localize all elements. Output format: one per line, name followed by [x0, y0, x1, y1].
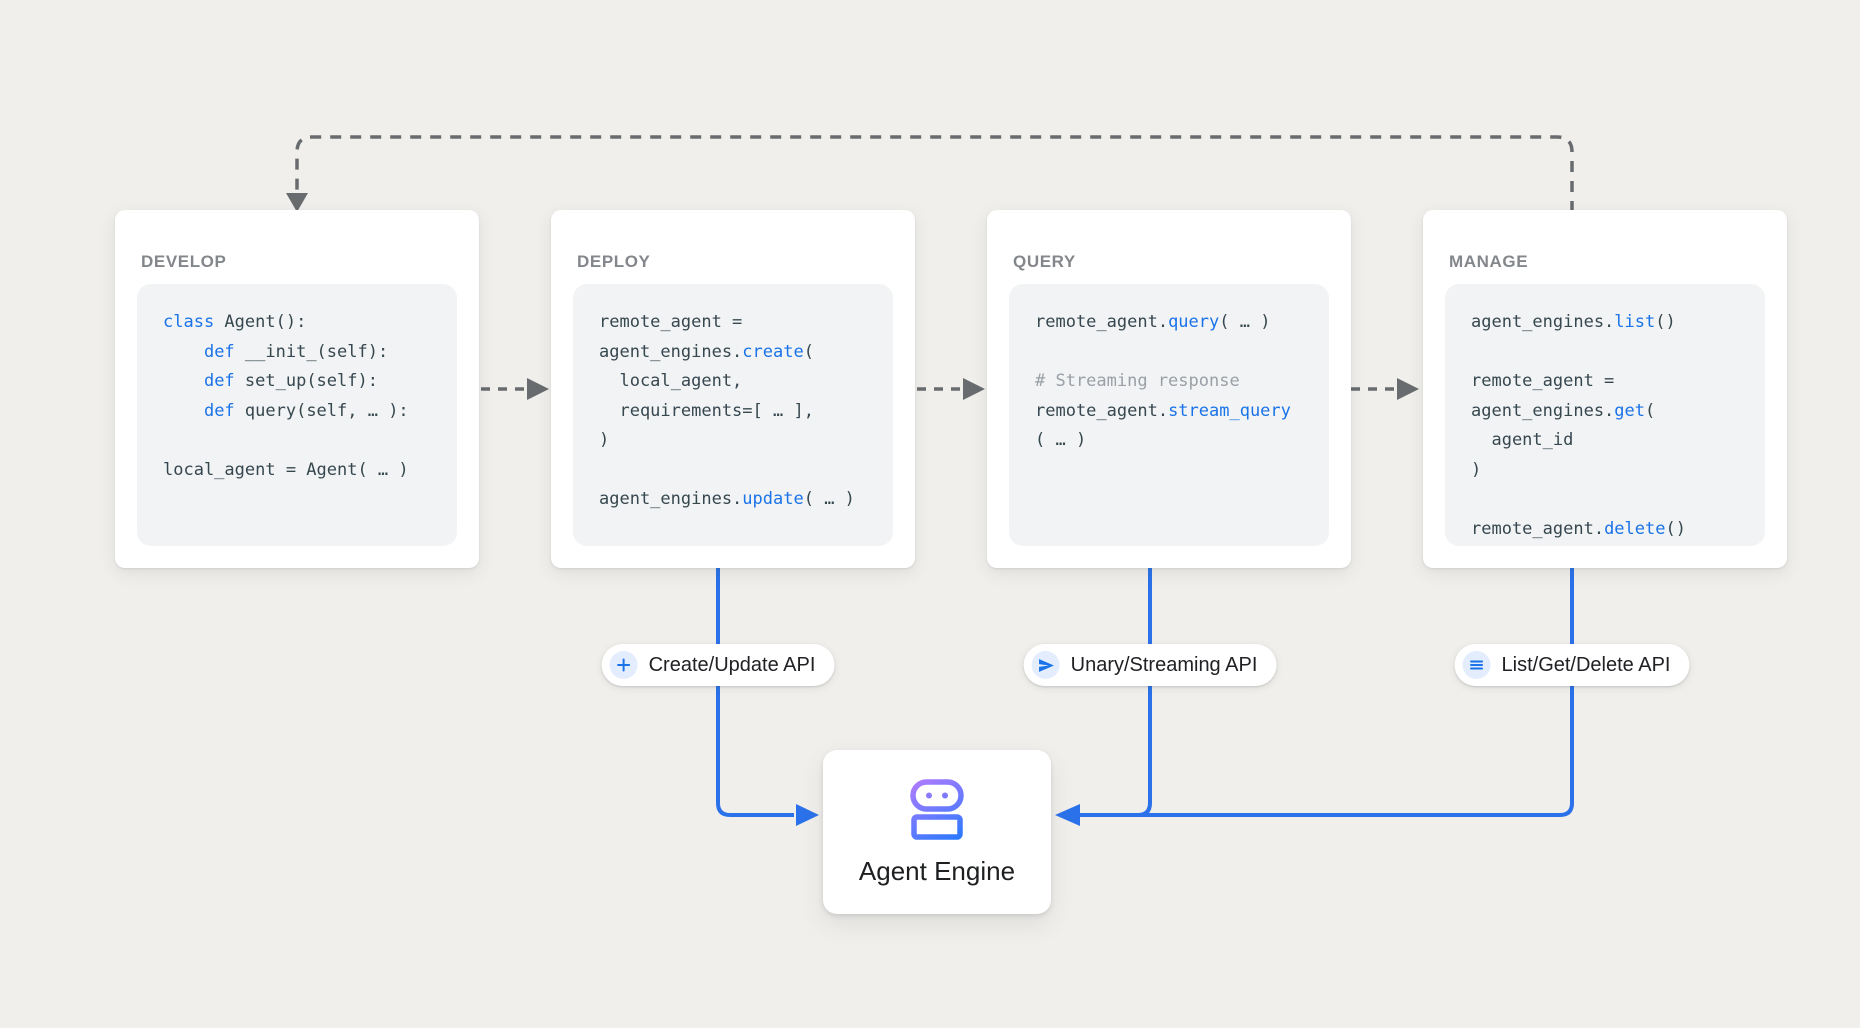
arrowhead-down-icon: [286, 193, 308, 212]
code-line: agent_engines.update( … ): [599, 489, 855, 509]
code-line: remote_agent =: [1471, 371, 1615, 391]
flow-arrow-deploy-query: [917, 378, 985, 400]
agent-engine-box: Agent Engine: [823, 750, 1051, 914]
pill-label: Create/Update API: [648, 653, 816, 676]
code-block: class Agent(): def __init_(self): def se…: [137, 284, 457, 546]
code-line: class Agent():: [163, 312, 307, 332]
pill-label: Unary/Streaming API: [1070, 653, 1258, 676]
card-deploy: DEPLOY remote_agent = agent_engines.creat…: [551, 210, 915, 568]
code-line: agent_engines.create(: [599, 341, 814, 362]
card-title: QUERY: [1013, 252, 1076, 272]
card-title: DEPLOY: [577, 252, 651, 272]
code-line: local_agent,: [599, 371, 743, 391]
loop-connector-manage-to-develop: [286, 135, 1574, 212]
card-title: MANAGE: [1449, 252, 1529, 272]
code-line: remote_agent =: [599, 312, 743, 332]
card-title: DEVELOP: [141, 252, 227, 272]
card-develop: DEVELOP class Agent(): def __init_(self)…: [115, 210, 479, 568]
card-manage: MANAGE agent_engines.list() remote_agent …: [1423, 210, 1787, 568]
code-line: ): [599, 430, 610, 450]
code-line: remote_agent.query( … ): [1035, 312, 1271, 332]
plus-icon: [609, 651, 638, 679]
arrowhead-right-icon: [796, 804, 819, 826]
code-line: # Streaming response: [1035, 371, 1240, 391]
code-block: remote_agent.query( … ) # Streaming respo…: [1009, 284, 1329, 546]
code-line: ( … ): [1035, 430, 1087, 450]
code-line: agent_engines.list(): [1471, 312, 1676, 332]
list-icon: [1462, 651, 1491, 679]
arrowhead-right-icon: [963, 378, 985, 400]
agent-engine-label: Agent Engine: [858, 855, 1016, 886]
code-line: [599, 456, 893, 486]
code-line: ): [1471, 459, 1482, 480]
pill-label: List/Get/Delete API: [1501, 653, 1671, 676]
code-line: requirements=[ … ],: [599, 400, 814, 421]
blue-connector-query-to-engine: [1080, 568, 1152, 817]
code-block: remote_agent = agent_engines.create( loca…: [573, 284, 893, 546]
pill-list-get-delete-api: List/Get/Delete API: [1454, 644, 1690, 686]
code-line: remote_agent.delete(): [1471, 518, 1686, 539]
blue-connector-manage-to-engine: [1055, 568, 1574, 826]
code-line: def __init_(self):: [203, 341, 389, 362]
code-line: agent_engines.get(: [1471, 400, 1656, 421]
arrowhead-right-icon: [1397, 378, 1419, 400]
code-line: def set_up(self):: [203, 371, 378, 391]
code-line: [1471, 485, 1765, 515]
code-line: local_agent = Agent( … ): [163, 459, 409, 480]
pill-create-update-api: Create/Update API: [601, 644, 835, 686]
arrowhead-right-icon: [527, 378, 549, 400]
code-line: def query(self, … ):: [203, 400, 409, 421]
card-query: QUERY remote_agent.query( … ) # Streaming…: [987, 210, 1351, 568]
pill-unary-streaming-api: Unary/Streaming API: [1023, 644, 1277, 686]
code-line: agent_id: [1471, 430, 1574, 450]
flow-arrow-develop-deploy: [481, 378, 549, 400]
blue-connector-deploy-to-engine: [716, 568, 819, 826]
code-line: remote_agent.stream_query: [1035, 400, 1291, 421]
code-line: [1471, 338, 1765, 368]
code-line: [163, 426, 457, 456]
flow-arrow-query-manage: [1351, 378, 1419, 400]
robot-icon: [906, 778, 968, 842]
arrowhead-left-icon: [1055, 804, 1080, 826]
code-line: [1035, 338, 1329, 368]
code-block: agent_engines.list() remote_agent = agent_…: [1445, 284, 1765, 546]
send-icon: [1031, 651, 1060, 679]
